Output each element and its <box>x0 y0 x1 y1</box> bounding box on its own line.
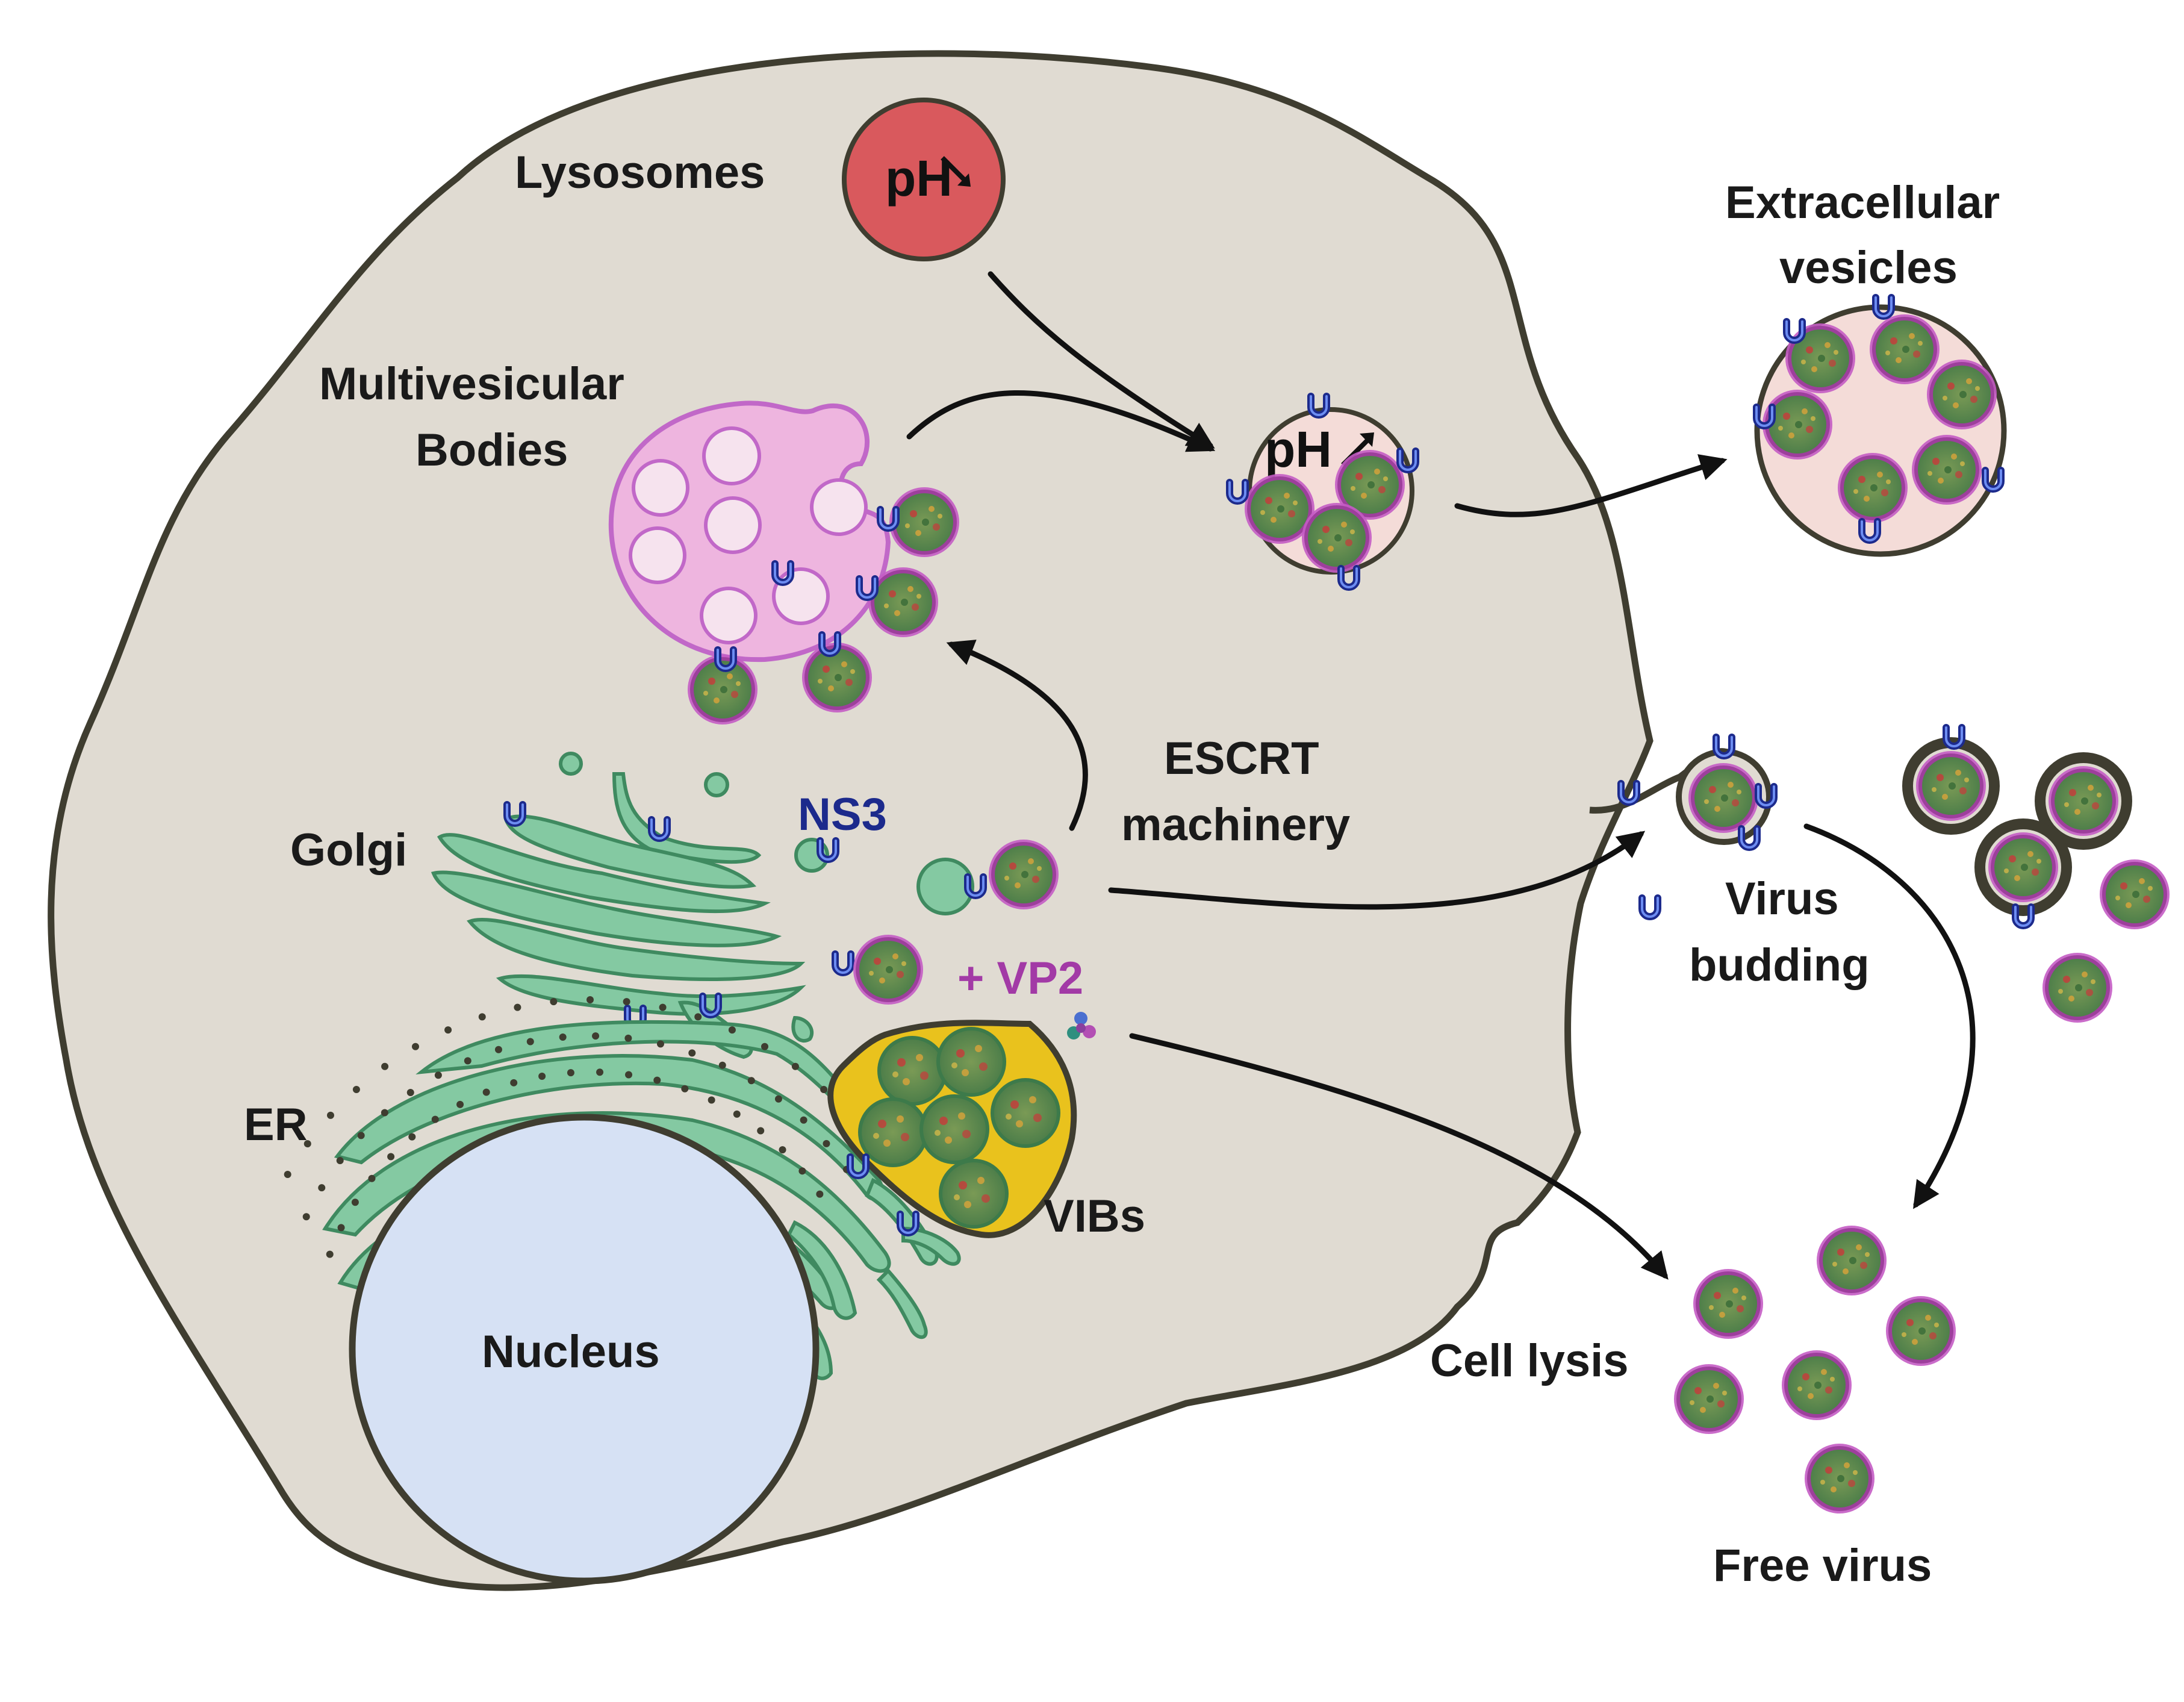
enveloped-virions <box>1902 728 2132 926</box>
virion-icon <box>936 1027 1006 1097</box>
ns3-protein-icon <box>1642 898 1658 917</box>
virion-icon <box>1870 314 1940 384</box>
ns3-protein-icon <box>1946 728 1962 746</box>
lysosome <box>842 98 1006 261</box>
budding-label-line2: budding <box>1689 940 1870 991</box>
arrow-escrt-to-budding <box>1108 831 1646 910</box>
virion-icon <box>1912 435 1982 505</box>
virion-icon <box>991 1078 1060 1148</box>
ns3-protein-icon <box>1716 737 1732 756</box>
virion-icon <box>1693 1269 1763 1339</box>
virion-icon <box>877 1036 947 1106</box>
virion-icon <box>2100 859 2170 929</box>
virion-icon <box>868 567 938 637</box>
free-virus-label: Free virus <box>1713 1540 1932 1591</box>
vp2-protein-icon <box>1067 1012 1096 1040</box>
arrow-lysosome-to-vesicle <box>988 271 1215 449</box>
cell-lysis-label: Cell lysis <box>1430 1335 1629 1386</box>
vp2-label: + VP2 <box>957 953 1083 1004</box>
virion-icon <box>1805 1444 1874 1513</box>
nucleus <box>349 1114 820 1585</box>
ph-down-arrow-icon <box>941 156 971 187</box>
virion-icon <box>889 487 959 557</box>
ns3-label: NS3 <box>798 789 887 840</box>
escrt-label-line2: machinery <box>1121 799 1350 850</box>
arrow-mvb-to-vesicle <box>906 390 1216 452</box>
extracellular-label-line2: vesicles <box>1779 242 1958 293</box>
er-label: ER <box>244 1099 308 1150</box>
ph-up-label: pH <box>1265 421 1332 478</box>
virion-icon <box>1785 323 1855 393</box>
arrow-vesicle-to-extracellular <box>1454 454 1728 517</box>
budding-label-line1: Virus <box>1725 873 1839 924</box>
extracellular-label-line1: Extracellular <box>1725 177 2000 228</box>
virion-icon <box>1302 503 1372 573</box>
mvb-label-line2: Bodies <box>415 425 568 476</box>
virion-icon <box>919 1094 989 1164</box>
virion-icon <box>1688 763 1758 833</box>
virion-icon <box>989 840 1059 909</box>
golgi-apparatus <box>431 752 974 1059</box>
er-ribosomes <box>284 996 854 1258</box>
virion-icon <box>853 935 923 1005</box>
nucleus-label: Nucleus <box>482 1326 660 1377</box>
arrow-budding-to-free <box>1803 823 1976 1209</box>
virion-icon <box>2042 953 2112 1023</box>
virion-icon <box>1782 1350 1852 1420</box>
virion-icon <box>1838 453 1908 523</box>
pathway-arrows <box>906 271 1976 1280</box>
arrow-golgi-to-mvb <box>946 640 1088 831</box>
virion-icon <box>1886 1296 1956 1366</box>
virion-icon <box>1674 1364 1744 1434</box>
virion-icon <box>939 1159 1009 1229</box>
arrow-vp2-to-lysis <box>1129 1033 1669 1280</box>
vibs-label: VIBs <box>1044 1191 1145 1242</box>
mvb-label-line1: Multivesicular <box>319 358 624 410</box>
lysosomes-label: Lysosomes <box>515 147 765 198</box>
escrt-label-line1: ESCRT <box>1164 733 1319 784</box>
virion-icon <box>1817 1226 1887 1295</box>
virion-icon <box>1927 360 1997 429</box>
golgi-label: Golgi <box>290 825 407 876</box>
ns3-protein-icon <box>1787 322 1802 340</box>
